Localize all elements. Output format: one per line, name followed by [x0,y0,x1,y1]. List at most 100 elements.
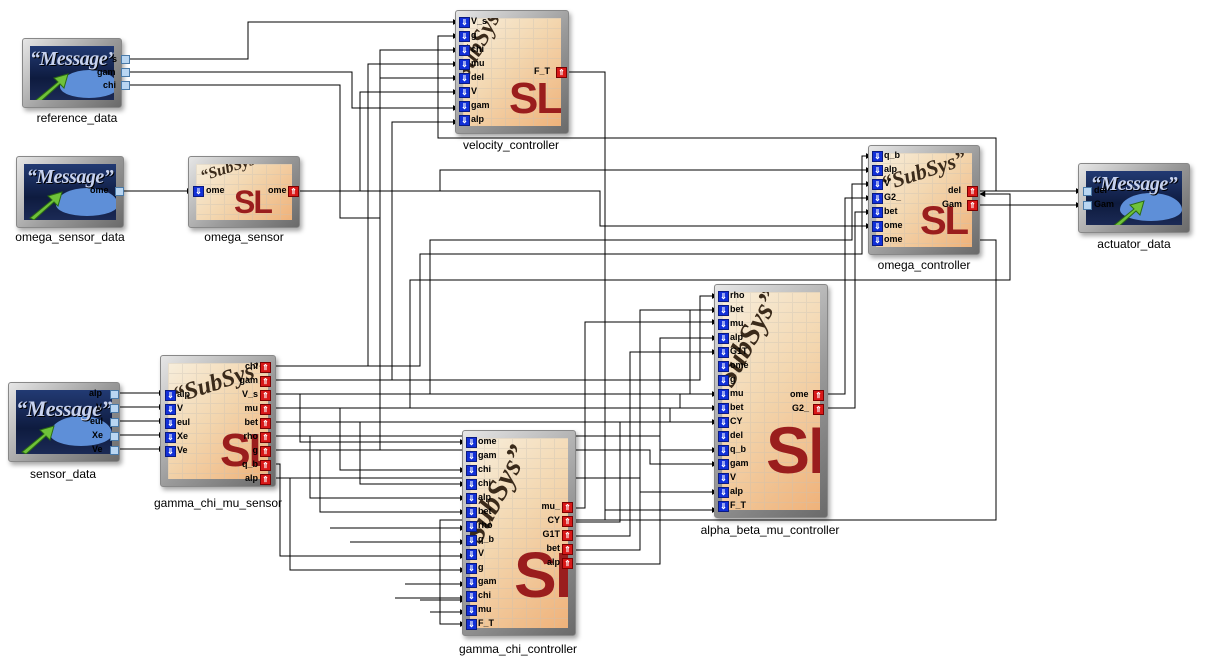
input-port[interactable]: ⇓ [718,417,729,428]
output-port[interactable]: ⇑ [260,404,271,415]
input-port[interactable]: ⇓ [718,361,729,372]
input-port[interactable]: ⇓ [718,347,729,358]
input-port[interactable]: ⇓ [718,459,729,470]
input-port[interactable]: ⇓ [165,390,176,401]
signal-wire[interactable] [574,335,718,565]
signal-wire[interactable] [274,463,466,559]
signal-wire[interactable] [300,190,872,229]
input-port[interactable]: ⇓ [718,333,729,344]
input-port[interactable]: ⇓ [466,521,477,532]
signal-wire[interactable] [274,421,466,487]
block-alpha-beta-mu-controller[interactable]: “SubSys” SL [714,284,828,518]
signal-wire[interactable] [574,419,718,523]
block-gamma-chi-mu-sensor[interactable]: “SubSys” SL [160,355,276,487]
input-port[interactable]: ⇓ [718,375,729,386]
output-port[interactable]: ⇑ [562,502,573,513]
output-port[interactable] [121,81,130,90]
output-port[interactable] [110,390,119,399]
block-velocity-controller[interactable]: “SubSys” SL [455,10,569,134]
input-port[interactable]: ⇓ [459,87,470,98]
output-port[interactable] [121,55,130,64]
input-port[interactable]: ⇓ [466,451,477,462]
block-reference-data[interactable]: “Message” [22,38,122,108]
input-port[interactable]: ⇓ [459,73,470,84]
input-port[interactable]: ⇓ [193,186,204,197]
input-port[interactable]: ⇓ [718,305,729,316]
signal-wire[interactable] [574,307,718,551]
input-port[interactable]: ⇓ [718,431,729,442]
signal-wire[interactable] [574,349,718,537]
signal-wire[interactable] [274,181,872,395]
output-port[interactable]: ⇑ [562,516,573,527]
signal-wire[interactable] [437,33,997,192]
input-port[interactable]: ⇓ [165,432,176,443]
signal-wire[interactable] [300,89,459,192]
signal-wire[interactable] [827,195,872,395]
block-actuator-data[interactable]: “Message” [1078,163,1190,233]
input-port[interactable]: ⇓ [872,235,883,246]
signal-wire[interactable] [274,391,718,409]
input-port[interactable]: ⇓ [459,17,470,28]
signal-wire[interactable] [129,19,459,60]
input-port[interactable]: ⇓ [718,403,729,414]
signal-wire[interactable] [129,47,459,219]
output-port[interactable]: ⇑ [288,186,299,197]
block-omega-controller[interactable]: “SubSys” SL [868,145,980,255]
output-port[interactable] [110,446,119,455]
input-port[interactable]: ⇓ [466,563,477,574]
input-port[interactable]: ⇓ [872,193,883,204]
output-port[interactable] [110,404,119,413]
block-sensor-data[interactable]: “Message” [8,382,120,462]
input-port[interactable]: ⇓ [466,591,477,602]
input-port[interactable]: ⇓ [459,101,470,112]
output-port[interactable]: ⇑ [260,362,271,373]
signal-wire[interactable] [274,449,466,515]
output-port[interactable]: ⇑ [260,474,271,485]
signal-wire[interactable] [574,319,718,509]
output-port[interactable]: ⇑ [260,460,271,471]
input-port[interactable]: ⇓ [459,59,470,70]
block-gamma-chi-controller[interactable]: “SubSys” SL [462,430,576,636]
signal-wire[interactable] [300,167,872,192]
input-port[interactable]: ⇓ [466,577,477,588]
signal-wire[interactable] [274,75,459,451]
input-port[interactable]: ⇓ [466,507,477,518]
input-port[interactable]: ⇓ [718,291,729,302]
block-omega-sensor[interactable]: “SubSys” SL [188,156,300,228]
output-port[interactable]: ⇑ [260,418,271,429]
input-port[interactable]: ⇓ [466,493,477,504]
output-port[interactable]: ⇑ [260,432,271,443]
output-port[interactable] [110,432,119,441]
input-port[interactable]: ⇓ [165,404,176,415]
input-port[interactable]: ⇓ [718,319,729,330]
input-port[interactable] [1083,187,1092,196]
signal-wire[interactable] [274,405,718,423]
output-port[interactable]: ⇑ [813,404,824,415]
output-port[interactable]: ⇑ [556,67,567,78]
input-port[interactable]: ⇓ [872,179,883,190]
output-port[interactable]: ⇑ [813,390,824,401]
signal-wire[interactable] [827,209,872,409]
output-port[interactable]: ⇑ [260,376,271,387]
output-port[interactable] [115,187,124,196]
signal-wire[interactable] [274,407,466,473]
input-port[interactable]: ⇓ [466,535,477,546]
input-port[interactable]: ⇓ [466,549,477,560]
output-port[interactable]: ⇑ [260,390,271,401]
input-port[interactable]: ⇓ [718,389,729,400]
input-port[interactable]: ⇓ [718,501,729,512]
input-port[interactable]: ⇓ [466,619,477,630]
signal-wire[interactable] [274,153,872,367]
input-port[interactable] [1083,201,1092,210]
signal-wire[interactable] [129,71,459,111]
output-port[interactable]: ⇑ [967,200,978,211]
input-port[interactable]: ⇓ [466,479,477,490]
input-port[interactable]: ⇓ [872,221,883,232]
output-port[interactable] [110,418,119,427]
input-port[interactable]: ⇓ [466,465,477,476]
output-port[interactable]: ⇑ [260,446,271,457]
input-port[interactable]: ⇓ [872,165,883,176]
input-port[interactable]: ⇓ [718,487,729,498]
input-port[interactable]: ⇓ [165,446,176,457]
input-port[interactable]: ⇓ [718,445,729,456]
